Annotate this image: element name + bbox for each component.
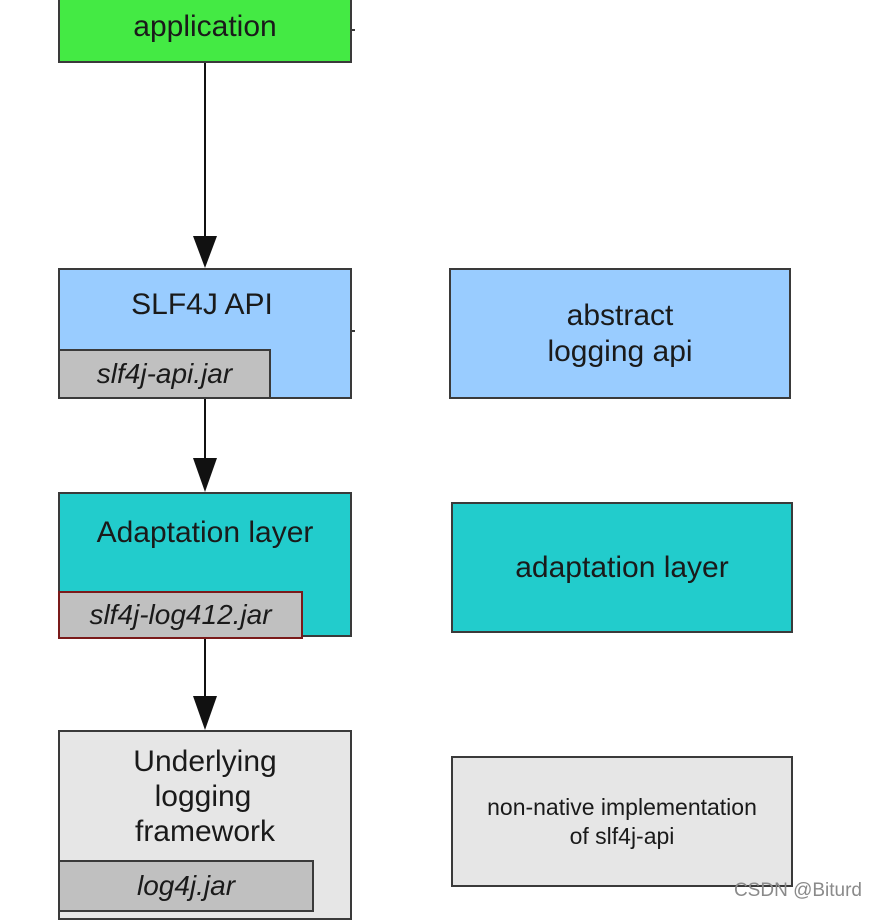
application-box: application (58, 0, 352, 63)
adaptation-layer-label: Adaptation layer (96, 516, 314, 549)
slf4j-api-label: SLF4J API (131, 288, 273, 321)
arrowhead-underlying (193, 696, 217, 730)
watermark: CSDN @Biturd (733, 880, 862, 901)
adaptation-layer-box: Adaptation layer slf4j-log412.jar (58, 492, 352, 639)
non-native-implementation-box: non-native implementation of slf4j-api (451, 756, 793, 887)
slf4j-log412-jar: slf4j-log412.jar (58, 591, 303, 639)
underlying-label-line-3: framework (134, 815, 276, 848)
slf4j-api-box: SLF4J API slf4j-api.jar (58, 268, 352, 399)
non-native-line-2: of slf4j-api (569, 822, 675, 849)
arrowhead-adaptation (193, 458, 217, 492)
underlying-framework-box: Underlying logging framework log4j.jar (58, 730, 352, 920)
non-native-line-1: non-native implementation (487, 793, 757, 820)
underlying-label-line-2: logging (154, 780, 252, 813)
application-tick (350, 29, 355, 31)
application-label: application (133, 10, 277, 43)
underlying-label-line-1: Underlying (133, 745, 277, 778)
abstract-logging-api-box: abstract logging api (449, 268, 791, 399)
slf4j-api-tick (350, 330, 355, 332)
adaptation-layer-side-box: adaptation layer (451, 502, 793, 633)
abstract-logging-api-line-2: logging api (547, 334, 693, 368)
slf4j-api-jar: slf4j-api.jar (58, 349, 271, 399)
arrowhead-api (193, 236, 217, 268)
log4j-jar: log4j.jar (58, 860, 314, 912)
adaptation-layer-side-label: adaptation layer (515, 550, 729, 584)
abstract-logging-api-line-1: abstract (566, 298, 674, 332)
